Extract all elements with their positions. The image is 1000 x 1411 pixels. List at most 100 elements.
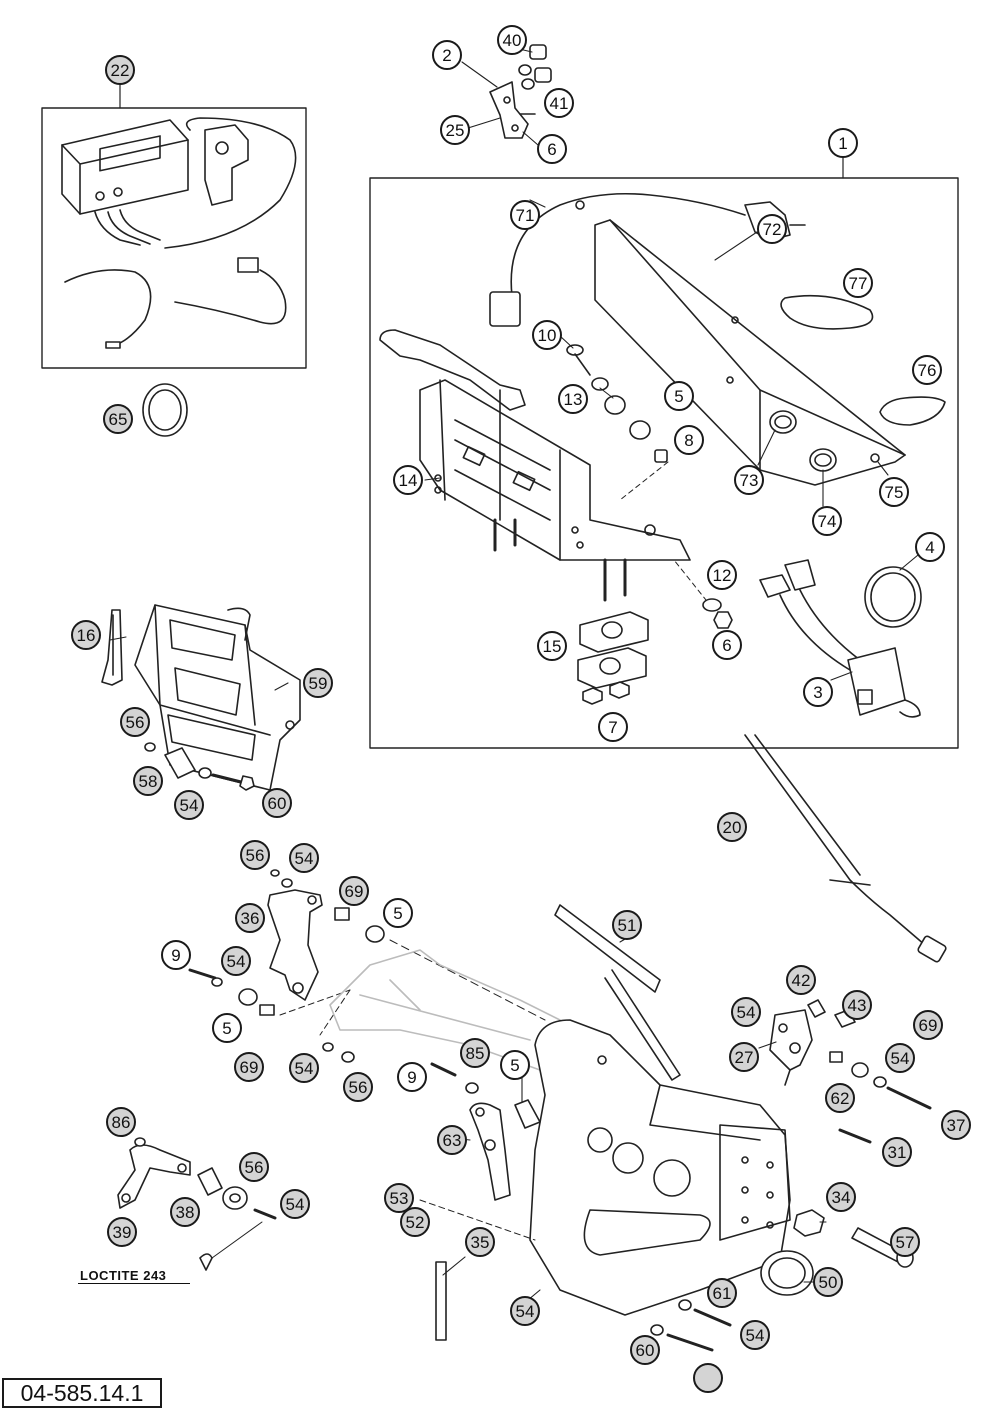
callout-62: 37 [941, 1110, 971, 1140]
callout-34: 39 [107, 1217, 137, 1247]
callout-71: 71 [510, 200, 540, 230]
callout-59: 59 [303, 668, 333, 698]
callout-5-c: 5 [212, 1013, 242, 1043]
clamp-blocks [577, 611, 649, 705]
callout-42: 42 [786, 965, 816, 995]
light-switch [759, 559, 921, 718]
callout-37: 86 [106, 1107, 136, 1137]
callout-31: 56 [239, 1152, 269, 1182]
callout-15: 15 [537, 631, 567, 661]
callout-27: 27 [729, 1042, 759, 1072]
strap-16 [101, 609, 123, 686]
wiring-harness [489, 192, 806, 327]
callout-5-b: 5 [383, 898, 413, 928]
callout-10: 10 [532, 320, 562, 350]
callout-13: 13 [558, 384, 588, 414]
tube-51 [554, 904, 681, 1081]
callout-6-b: 6 [712, 630, 742, 660]
mount-hardware-stack [566, 344, 668, 463]
callout-35: 50 [813, 1267, 843, 1297]
callout-43: 43 [842, 990, 872, 1020]
callout-8: 8 [674, 425, 704, 455]
headlight-bracket [379, 329, 691, 602]
plate-86 [430, 1062, 541, 1201]
callout-54-g: 85 [460, 1038, 490, 1068]
callout-86: 63 [437, 1125, 467, 1155]
callout-9-b: 9 [397, 1062, 427, 1092]
callout-50: 54 [510, 1296, 540, 1326]
callout-54-d: 54 [731, 997, 761, 1027]
callout-73: 73 [734, 465, 764, 495]
callout-36: 36 [235, 903, 265, 933]
link-bracket-34 [117, 1137, 277, 1271]
callout-54-i: 61 [707, 1278, 737, 1308]
callout-56-b: 56 [240, 840, 270, 870]
sticker-77 [780, 294, 874, 330]
callout-40: 40 [497, 25, 527, 55]
callout-56-c: 56 [343, 1072, 373, 1102]
callout-60-b [693, 1363, 723, 1393]
callout-1: 1 [828, 128, 858, 158]
hose-clamp [864, 566, 922, 628]
callout-76: 76 [912, 355, 942, 385]
sticker-76 [879, 396, 946, 426]
seal-ring-35 [760, 1250, 814, 1296]
callout-38: 54 [280, 1189, 310, 1219]
callout-54-b: 54 [289, 843, 319, 873]
callout-39: 38 [170, 1197, 200, 1227]
callout-52: 57 [890, 1227, 920, 1257]
clamp-ring [142, 383, 188, 437]
callout-57: 35 [465, 1227, 495, 1257]
loctite-note-underline [78, 1283, 190, 1284]
callout-63: 31 [882, 1137, 912, 1167]
callout-3: 3 [803, 677, 833, 707]
callout-53: 34 [826, 1182, 856, 1212]
sleeve-57 [435, 1261, 447, 1341]
callout-7: 7 [598, 712, 628, 742]
callout-54-j: 60 [630, 1335, 660, 1365]
callout-54-h: 52 [400, 1207, 430, 1237]
main-assembly-frame [369, 177, 959, 749]
callout-54-c: 54 [221, 946, 251, 976]
callout-4: 4 [915, 532, 945, 562]
callout-65: 65 [103, 404, 133, 434]
loctite-note: LOCTITE 243 [80, 1268, 167, 1283]
callout-16: 16 [71, 620, 101, 650]
callout-85: 5 [500, 1050, 530, 1080]
hardware-36 [188, 907, 385, 1063]
frame-ghost [329, 949, 561, 1071]
callout-58: 58 [133, 766, 163, 796]
callout-54-f: 54 [289, 1053, 319, 1083]
callout-12: 12 [707, 560, 737, 590]
callout-6: 6 [537, 134, 567, 164]
callout-5-d: 62 [825, 1083, 855, 1113]
callout-69: 69 [339, 876, 369, 906]
callout-61: 54 [740, 1320, 770, 1350]
callout-51: 51 [612, 910, 642, 940]
bottom-bolts [650, 1299, 732, 1352]
kit-frame [41, 107, 307, 369]
callout-75: 75 [879, 477, 909, 507]
headlight-mask [594, 219, 906, 486]
cable-20 [744, 734, 947, 963]
callout-2: 2 [432, 40, 462, 70]
sensor-cables [64, 257, 287, 349]
sensor-with-cable [164, 117, 297, 249]
callout-14: 14 [393, 465, 423, 495]
callout-74: 74 [812, 506, 842, 536]
callout-22: 22 [105, 55, 135, 85]
nut-53 [793, 1209, 825, 1237]
callout-54-e: 54 [885, 1043, 915, 1073]
callout-54: 54 [174, 790, 204, 820]
callout-69-b: 69 [234, 1052, 264, 1082]
callout-56: 56 [120, 707, 150, 737]
callout-20: 20 [717, 812, 747, 842]
callout-9: 9 [161, 940, 191, 970]
number-plate-bracket [134, 604, 301, 791]
callout-5: 5 [664, 381, 694, 411]
callout-60: 60 [262, 788, 292, 818]
callout-69-c: 69 [913, 1010, 943, 1040]
switch-knobs [769, 410, 837, 472]
callout-25: 25 [440, 115, 470, 145]
